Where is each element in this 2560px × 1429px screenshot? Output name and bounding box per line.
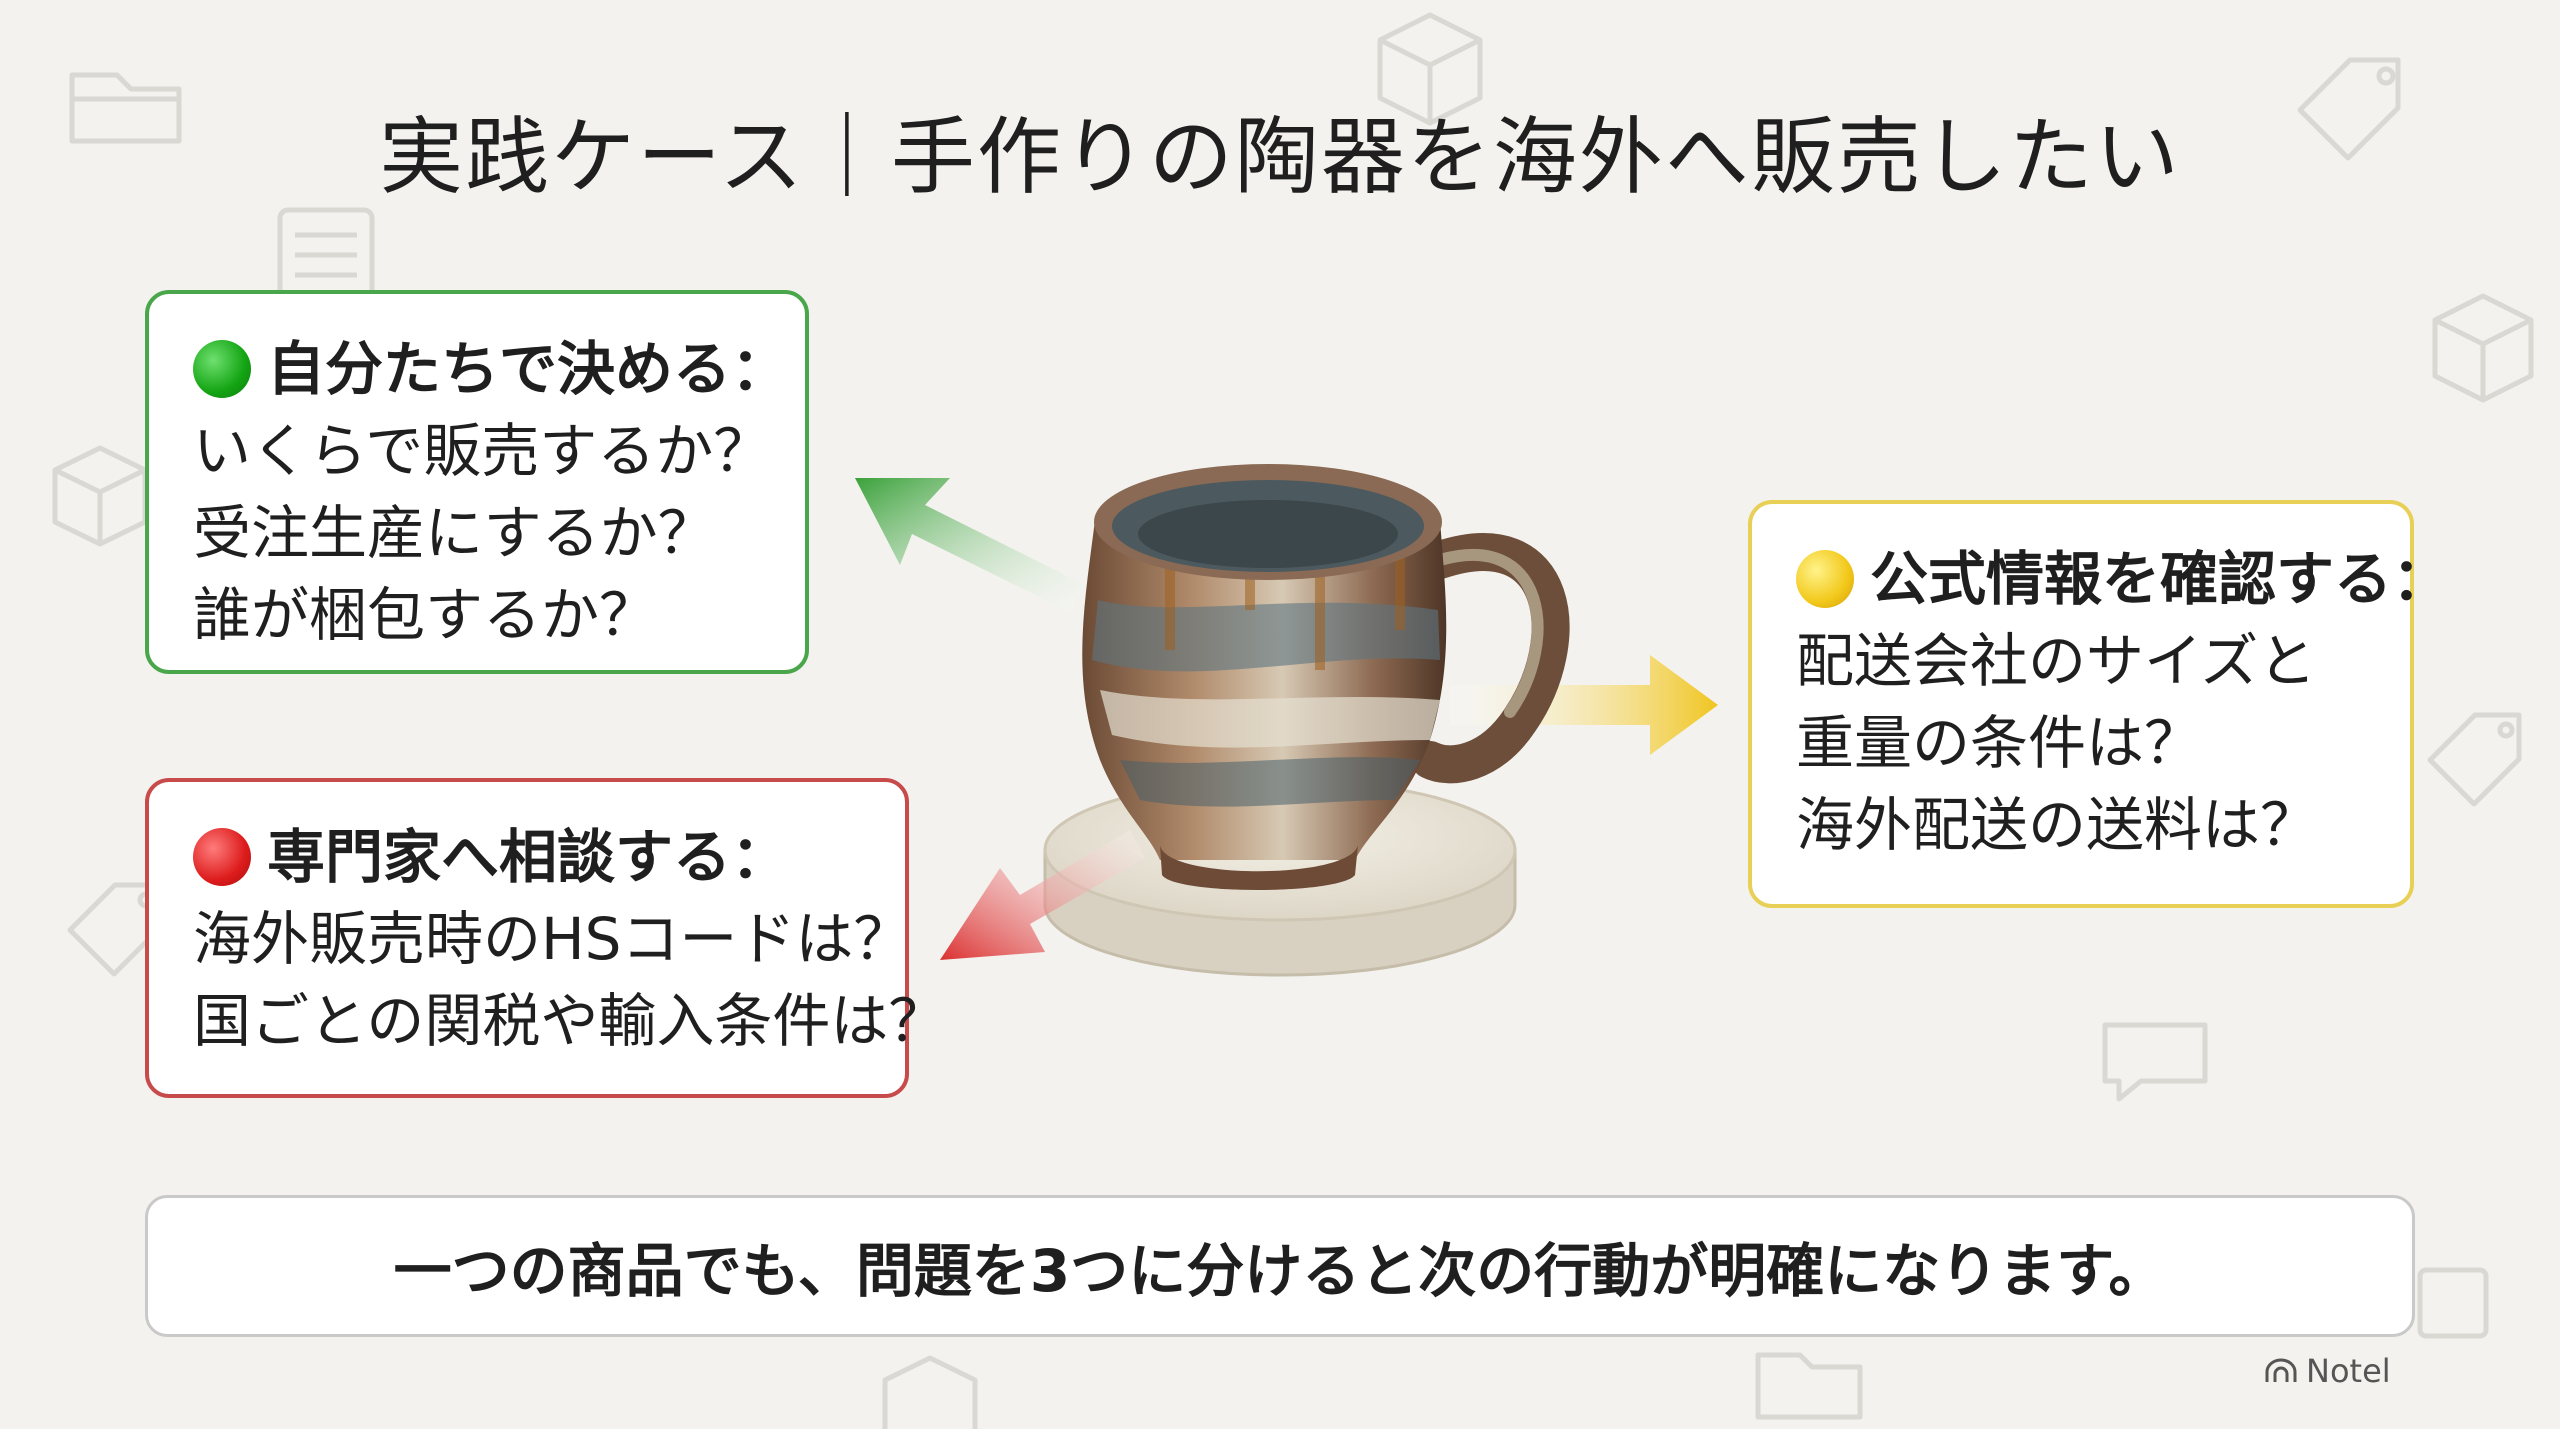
red-dot-icon xyxy=(193,828,251,886)
box-icon xyxy=(1377,12,1483,126)
brand-logo-icon xyxy=(2265,1358,2297,1382)
document-icon xyxy=(277,207,375,305)
chat-icon xyxy=(2102,1022,2208,1102)
card-decide-line: いくらで販売するか？ xyxy=(193,417,772,485)
card-decide-line: 受注生産にするか？ xyxy=(193,499,716,567)
card-verify-line: 海外配送の送料は？ xyxy=(1796,791,2319,859)
card-consult-line: 国ごとの関税や輸入条件は？ xyxy=(193,987,947,1055)
page-title: 実践ケース｜手作りの陶器を海外へ販売したい xyxy=(379,108,2181,206)
brand-mark: Notel xyxy=(2264,1352,2391,1390)
tag-icon xyxy=(2297,57,2401,161)
card-verify-heading: 公式情報を確認する： xyxy=(1870,545,2451,613)
summary-text: 一つの商品でも、問題を3つに分けると次の行動が明確になります。 xyxy=(393,1237,2167,1305)
summary-box: 一つの商品でも、問題を3つに分けると次の行動が明確になります。 xyxy=(145,1195,2415,1337)
card-decide: 自分たちで決める： いくらで販売するか？ 受注生産にするか？ 誰が梱包するか？ xyxy=(145,290,809,674)
box-icon xyxy=(2432,293,2534,403)
box-icon xyxy=(882,1355,978,1429)
card-verify-line: 重量の条件は？ xyxy=(1796,709,2203,777)
yellow-dot-icon xyxy=(1796,550,1854,608)
card-verify: 公式情報を確認する： 配送会社のサイズと 重量の条件は？ 海外配送の送料は？ xyxy=(1748,500,2450,908)
card-verify-line: 配送会社のサイズと xyxy=(1796,627,2317,695)
document-icon xyxy=(2417,1267,2489,1339)
card-decide-line: 誰が梱包するか？ xyxy=(193,581,658,649)
green-dot-icon xyxy=(193,340,251,398)
card-decide-heading: 自分たちで決める： xyxy=(267,335,790,403)
box-icon xyxy=(52,445,148,547)
folder-icon xyxy=(69,72,182,144)
folder-icon xyxy=(1755,1352,1863,1420)
brand-name: Notel xyxy=(2306,1352,2391,1390)
card-consult: 専門家へ相談する： 海外販売時のHSコードは？ 国ごとの関税や輸入条件は？ xyxy=(145,778,947,1098)
tag-icon xyxy=(2427,712,2522,807)
card-consult-heading: 専門家へ相談する： xyxy=(267,823,790,891)
card-consult-line: 海外販売時のHSコードは？ xyxy=(193,905,912,973)
